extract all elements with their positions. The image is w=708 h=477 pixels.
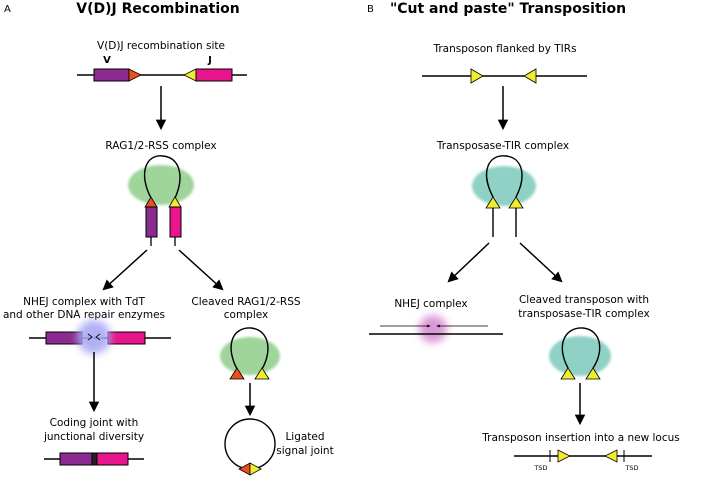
ligated-signal-joint bbox=[224, 418, 276, 476]
cleaved-transposon-complex bbox=[549, 327, 611, 380]
cleaved-transposon-loop bbox=[561, 327, 601, 369]
cleaved-rag-dna-loop bbox=[230, 327, 269, 370]
coding-joint-dna bbox=[44, 452, 144, 466]
signal-joint-triangle-yellow bbox=[249, 462, 262, 476]
transposase-tir-complex bbox=[472, 155, 536, 237]
arrow-complex-to-cleaved bbox=[519, 242, 563, 283]
coding-joint-label-line1: Coding joint with bbox=[50, 417, 139, 429]
arrow-rag-to-cleaved bbox=[178, 249, 224, 291]
j-rss-triangle bbox=[183, 68, 197, 82]
right-tir-triangle bbox=[523, 68, 537, 84]
nhej-j-segment bbox=[107, 331, 146, 345]
transposon-dna bbox=[422, 68, 587, 84]
ligated-label-line2: signal joint bbox=[276, 445, 333, 457]
cleaved-rag-complex bbox=[220, 327, 280, 380]
cleaved-rss-triangle-red bbox=[229, 367, 245, 380]
arrow-rag-to-nhej bbox=[102, 249, 148, 291]
cleaved-transposase-blob bbox=[549, 336, 611, 376]
vdj-site-label: V(D)J recombination site bbox=[97, 40, 225, 52]
nhej-tdt-complex bbox=[29, 320, 171, 354]
cleaved-rag-label-line2: complex bbox=[224, 309, 269, 321]
coding-junction bbox=[91, 452, 98, 466]
panel-a: A V(D)J Recombination V(D)J recombinatio… bbox=[3, 1, 334, 476]
transposon-loop bbox=[485, 155, 523, 198]
rag-v-segment bbox=[145, 206, 158, 238]
tsd-right-label: TSD bbox=[624, 464, 638, 472]
nhej-v-segment bbox=[45, 331, 83, 345]
insertion-label: Transposon insertion into a new locus bbox=[481, 432, 680, 444]
rag-dna-loop bbox=[143, 155, 181, 199]
arrow-complex-to-nhej bbox=[447, 242, 490, 283]
nhej-repair-enzyme-blob bbox=[77, 320, 111, 354]
ligated-label-line1: Ligated bbox=[285, 431, 324, 443]
panel-b-title: "Cut and paste" Transposition bbox=[390, 1, 626, 17]
j-segment-label: J bbox=[207, 55, 212, 66]
rag-complex-label: RAG1/2-RSS complex bbox=[105, 140, 216, 152]
nhej-tdt-label-line1: NHEJ complex with TdT bbox=[23, 296, 145, 308]
cleaved-tir-left bbox=[560, 367, 576, 380]
cleaved-tir-right bbox=[585, 367, 601, 380]
coding-joint-label-line2: junctional diversity bbox=[43, 431, 144, 443]
j-gene-segment bbox=[195, 68, 233, 82]
insertion-tir-right bbox=[604, 449, 618, 463]
panel-b: B "Cut and paste" Transposition Transpos… bbox=[367, 1, 680, 472]
signal-joint-circle bbox=[224, 418, 276, 470]
cleaved-transposon-label-line2: transposase-TIR complex bbox=[518, 308, 649, 320]
nhej-tdt-label-line2: and other DNA repair enzymes bbox=[3, 309, 165, 321]
cleaved-rag-protein-blob bbox=[220, 337, 280, 375]
rag-j-segment bbox=[169, 206, 182, 238]
panel-a-letter: A bbox=[4, 4, 11, 15]
v-segment-label: V bbox=[103, 55, 111, 66]
cleaved-rss-triangle-yellow bbox=[254, 367, 270, 380]
nhej-complex-dna bbox=[369, 315, 503, 343]
v-rss-triangle bbox=[128, 68, 142, 82]
panel-b-letter: B bbox=[367, 4, 374, 15]
rag-complex bbox=[128, 155, 194, 246]
cleaved-rag-label-line1: Cleaved RAG1/2-RSS bbox=[191, 296, 300, 308]
flanked-label: Transposon flanked by TIRs bbox=[432, 43, 576, 55]
transposase-complex-label: Transposase-TIR complex bbox=[436, 140, 569, 152]
v-gene-segment bbox=[93, 68, 130, 82]
signal-joint-triangle-red bbox=[238, 462, 251, 476]
insertion-tir-left bbox=[557, 449, 571, 463]
panel-a-title: V(D)J Recombination bbox=[76, 1, 239, 17]
cleaved-transposon-label-line1: Cleaved transposon with bbox=[519, 294, 649, 306]
coding-j-segment bbox=[96, 452, 129, 466]
left-tir-triangle bbox=[470, 68, 484, 84]
insertion-dna bbox=[514, 449, 652, 463]
coding-v-segment bbox=[59, 452, 93, 466]
transposase-blob bbox=[472, 166, 536, 206]
vdj-site-dna bbox=[77, 68, 247, 82]
tsd-left-label: TSD bbox=[533, 464, 547, 472]
rag-protein-blob bbox=[128, 165, 194, 205]
nhej-complex-blob bbox=[419, 315, 447, 343]
nhej-complex-label: NHEJ complex bbox=[394, 298, 467, 310]
